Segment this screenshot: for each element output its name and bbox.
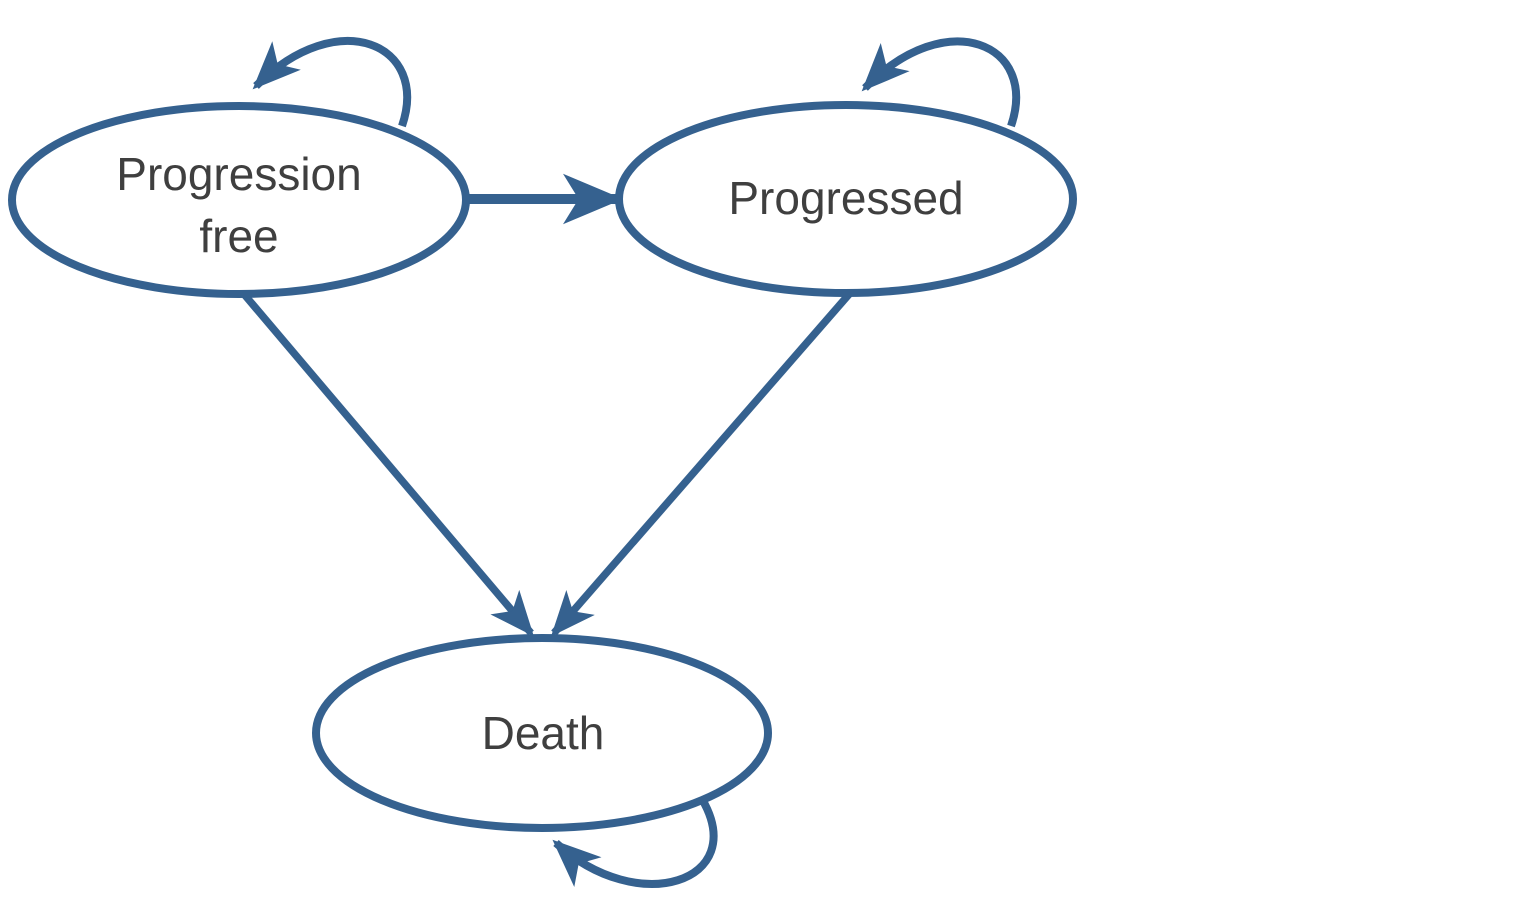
- self-loop-arrow-death: [552, 797, 718, 888]
- arrow-progression-free-to-death: [240, 290, 534, 637]
- state-label-progression-free-line2: free: [199, 210, 278, 262]
- self-loop-arrow-progression-free: [252, 36, 412, 128]
- state-label-progressed: Progressed: [728, 172, 963, 224]
- self-loop-arrow-progressed: [861, 37, 1021, 128]
- state-label-death: Death: [482, 707, 605, 759]
- state-node-progression-free: [8, 102, 470, 298]
- state-node-progressed: [615, 101, 1077, 297]
- state-label-progression-free-line1: Progression: [116, 148, 361, 200]
- arrow-progressed-to-death: [551, 289, 854, 637]
- state-node-death: [312, 634, 772, 832]
